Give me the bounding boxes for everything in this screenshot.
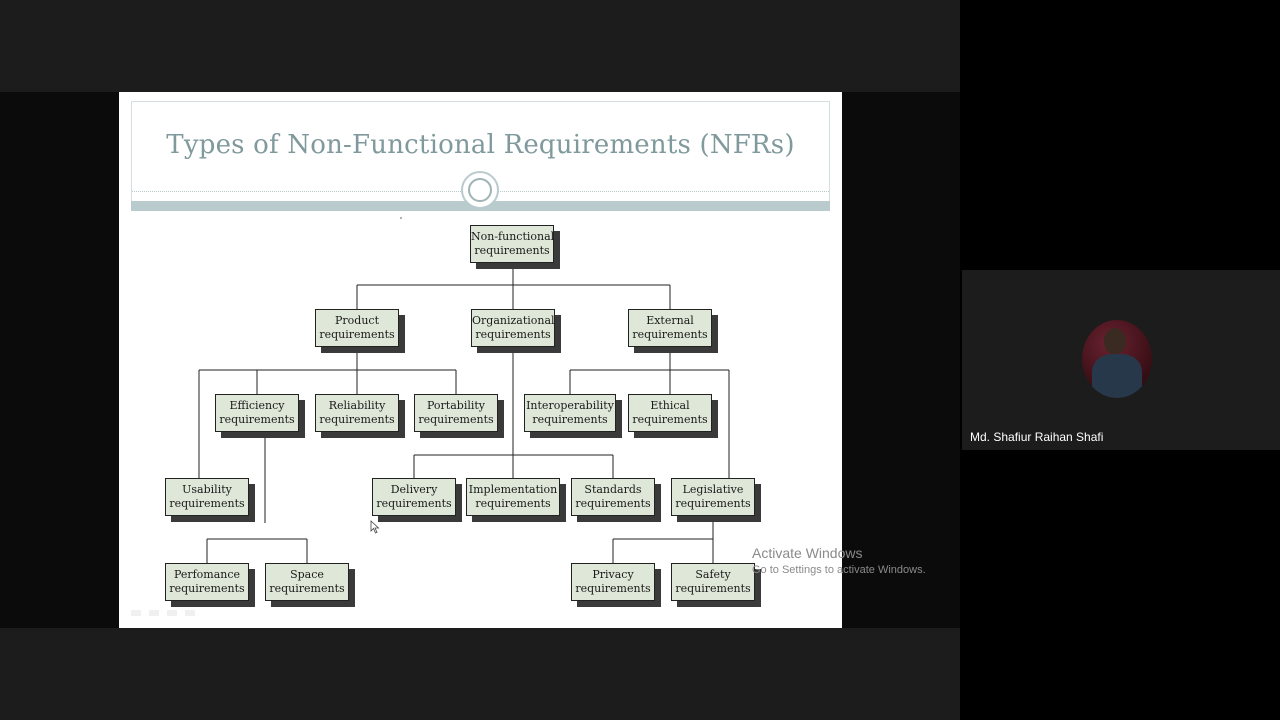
node-label-line2: requirements [475,497,551,510]
node-label-line1: Perfomance [173,568,241,581]
pen-icon[interactable] [149,610,159,616]
node-label-line1: Efficiency [229,399,285,412]
node-label-line1: Delivery [390,483,438,496]
prev-slide-icon[interactable] [131,610,141,616]
share-letterbox-top [0,0,960,92]
node-label-line2: requirements [319,413,395,426]
node-performance: Perfomance requirements [165,563,249,601]
participant-name: Md. Shafiur Raihan Shafi [970,430,1104,444]
node-external: External requirements [628,309,712,347]
node-label-line2: requirements [632,328,708,341]
node-label-line2: requirements [675,497,751,510]
node-label-line1: Implementation [468,483,558,496]
slide-control-icons[interactable] [131,610,195,616]
node-label-line1: Usability [182,483,232,496]
header-circle-ornament [461,171,499,209]
node-privacy: Privacy requirements [571,563,655,601]
node-usability: Usability requirements [165,478,249,516]
node-label-line1: Reliability [328,399,386,412]
activate-windows-watermark: Activate Windows Go to Settings to activ… [752,545,926,576]
node-label-line1: Safety [695,568,731,581]
node-delivery: Delivery requirements [372,478,456,516]
node-label-line2: requirements [474,244,550,257]
node-label-line2: requirements [376,497,452,510]
slide-title: Types of Non-Functional Requirements (NF… [166,130,795,160]
node-label-line2: requirements [418,413,494,426]
participant-avatar [1082,320,1152,398]
node-legislative: Legislative requirements [671,478,755,516]
node-interoperability: Interoperability requirements [524,394,616,432]
slides-icon[interactable] [167,610,177,616]
node-label-line2: requirements [269,582,345,595]
watermark-subtitle: Go to Settings to activate Windows. [752,564,926,576]
node-label-line1: Interoperability [526,399,614,412]
participant-video-tile[interactable]: Md. Shafiur Raihan Shafi [962,270,1280,450]
node-reliability: Reliability requirements [315,394,399,432]
node-label-line2: requirements [169,582,245,595]
watermark-title: Activate Windows [752,545,863,561]
node-label-line2: requirements [575,497,651,510]
tree-connectors [198,217,730,563]
node-label-line2: requirements [675,582,751,595]
screen-share-area: Types of Non-Functional Requirements (NF… [0,0,960,720]
node-label-line1: External [646,314,694,327]
node-label-line2: requirements [532,413,608,426]
node-label-line1: Space [290,568,324,581]
presentation-slide: Types of Non-Functional Requirements (NF… [119,92,842,628]
share-letterbox-bottom [0,628,960,720]
node-portability: Portability requirements [414,394,498,432]
node-label-line2: requirements [319,328,395,341]
node-label-line1: Portability [426,399,486,412]
node-efficiency: Efficiency requirements [215,394,299,432]
more-icon[interactable] [185,610,195,616]
node-space: Space requirements [265,563,349,601]
node-implementation: Implementation requirements [466,478,560,516]
node-safety: Safety requirements [671,563,755,601]
node-label-line1: Legislative [682,483,744,496]
node-ethical: Ethical requirements [628,394,712,432]
node-label-line2: requirements [575,582,651,595]
mouse-cursor-icon [370,520,380,534]
node-organizational: Organizational requirements [471,309,555,347]
node-label-line2: requirements [632,413,708,426]
node-standards: Standards requirements [571,478,655,516]
node-label-line1: Standards [584,483,642,496]
node-label-line1: Ethical [650,399,690,412]
node-label-line1: Non-functional [471,230,555,243]
node-label-line2: requirements [475,328,551,341]
node-label-line1: Privacy [592,568,634,581]
node-product: Product requirements [315,309,399,347]
node-label-line2: requirements [169,497,245,510]
node-label-line1: Product [335,314,379,327]
node-non-functional: Non-functional requirements [470,225,554,263]
node-label-line1: Organizational [472,314,555,327]
slide-header: Types of Non-Functional Requirements (NF… [131,101,830,211]
node-label-line2: requirements [219,413,295,426]
